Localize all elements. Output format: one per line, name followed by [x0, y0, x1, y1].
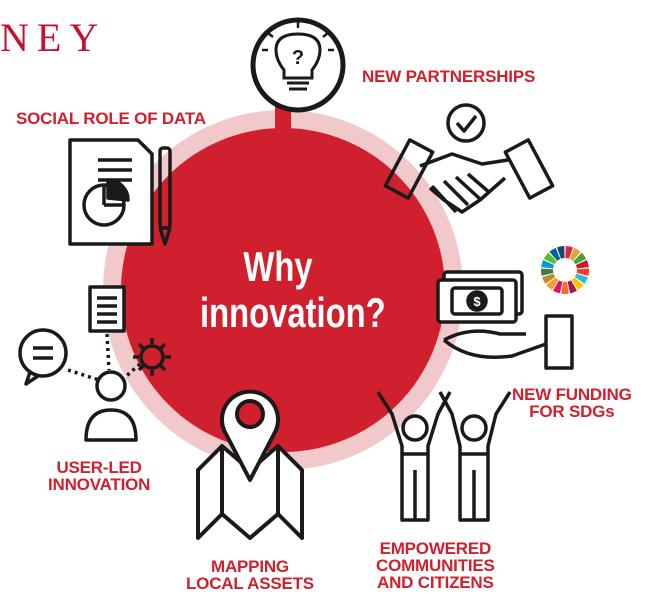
sdg-wheel-icon — [540, 246, 590, 294]
label-user-led-line2: INNOVATION — [48, 475, 151, 494]
label-empowered-communities: EMPOWERED COMMUNITIES AND CITIZENS — [376, 540, 495, 591]
sdg-wheel-segment — [557, 246, 565, 259]
user-network-icon — [18, 285, 171, 442]
label-new-funding-line1: NEW FUNDING — [512, 385, 632, 404]
sdg-wheel-segment — [565, 246, 573, 259]
label-mapping-line2: LOCAL ASSETS — [186, 574, 314, 593]
center-title-line1: Why — [243, 243, 313, 290]
sdg-wheel-segment — [543, 252, 557, 265]
center-circle — [121, 128, 445, 452]
sdg-wheel-segment — [561, 281, 569, 294]
label-user-led-line1: USER-LED — [56, 458, 142, 477]
label-mapping-line1: MAPPING — [211, 557, 289, 576]
sdg-wheel-segment — [541, 260, 555, 269]
sdg-wheel-segment — [553, 280, 563, 294]
label-new-funding: NEW FUNDING FOR SDGs — [512, 386, 632, 420]
label-user-led-innovation: USER-LED INNOVATION — [48, 459, 150, 493]
center-title-line2: innovation? — [200, 289, 386, 336]
sdg-wheel-segment — [569, 247, 581, 261]
sdg-wheel-segment — [576, 268, 590, 276]
label-new-partnerships: NEW PARTNERSHIPS — [362, 67, 536, 86]
svg-text:$: $ — [473, 294, 481, 309]
label-empowered-line1: EMPOWERED — [379, 539, 492, 558]
money-hand-icon: $ — [436, 270, 574, 370]
center-title: Why innovation? — [200, 243, 386, 336]
sdg-wheel-segment — [542, 273, 556, 284]
sdg-wheel-segment — [573, 252, 587, 265]
brand-wordmark: NEY — [0, 15, 107, 60]
label-empowered-line2: COMMUNITIES — [376, 556, 495, 575]
label-empowered-line3: AND CITIZENS — [377, 573, 494, 592]
sdg-wheel-segment — [540, 268, 554, 276]
sdg-wheel-segment — [574, 273, 588, 284]
sdg-wheel-segment — [567, 280, 577, 294]
label-mapping-local-assets: MAPPING LOCAL ASSETS — [186, 558, 314, 592]
map-pin-icon — [196, 389, 304, 540]
lightbulb-icon: ? — [250, 17, 346, 113]
handshake-icon — [383, 103, 555, 214]
document-chart-icon — [68, 138, 172, 246]
label-social-role-of-data: SOCIAL ROLE OF DATA — [16, 109, 206, 128]
people-cheering-icon — [376, 391, 512, 522]
label-new-funding-line2: FOR SDGs — [529, 402, 615, 421]
sdg-wheel-segment — [575, 260, 589, 269]
sdg-wheel-segment — [571, 277, 584, 290]
sdg-wheel-segment — [549, 247, 561, 261]
svg-text:?: ? — [292, 47, 304, 69]
sdg-wheel-segment — [546, 277, 559, 290]
